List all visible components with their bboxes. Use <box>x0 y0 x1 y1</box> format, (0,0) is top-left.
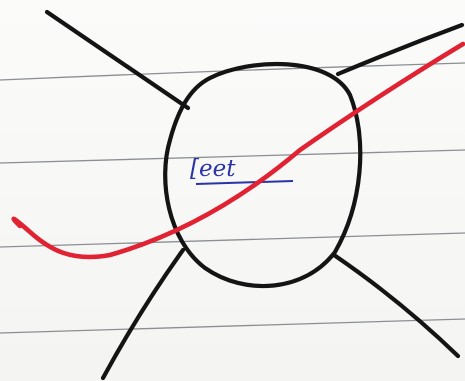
leg-top-left <box>47 12 188 108</box>
leg-bottom-right <box>334 255 458 356</box>
rule-line <box>0 319 465 333</box>
label-text: [eet <box>190 156 236 182</box>
leg-bottom-left <box>103 250 183 378</box>
rule-line <box>0 233 465 247</box>
leg-top-right <box>338 25 462 74</box>
